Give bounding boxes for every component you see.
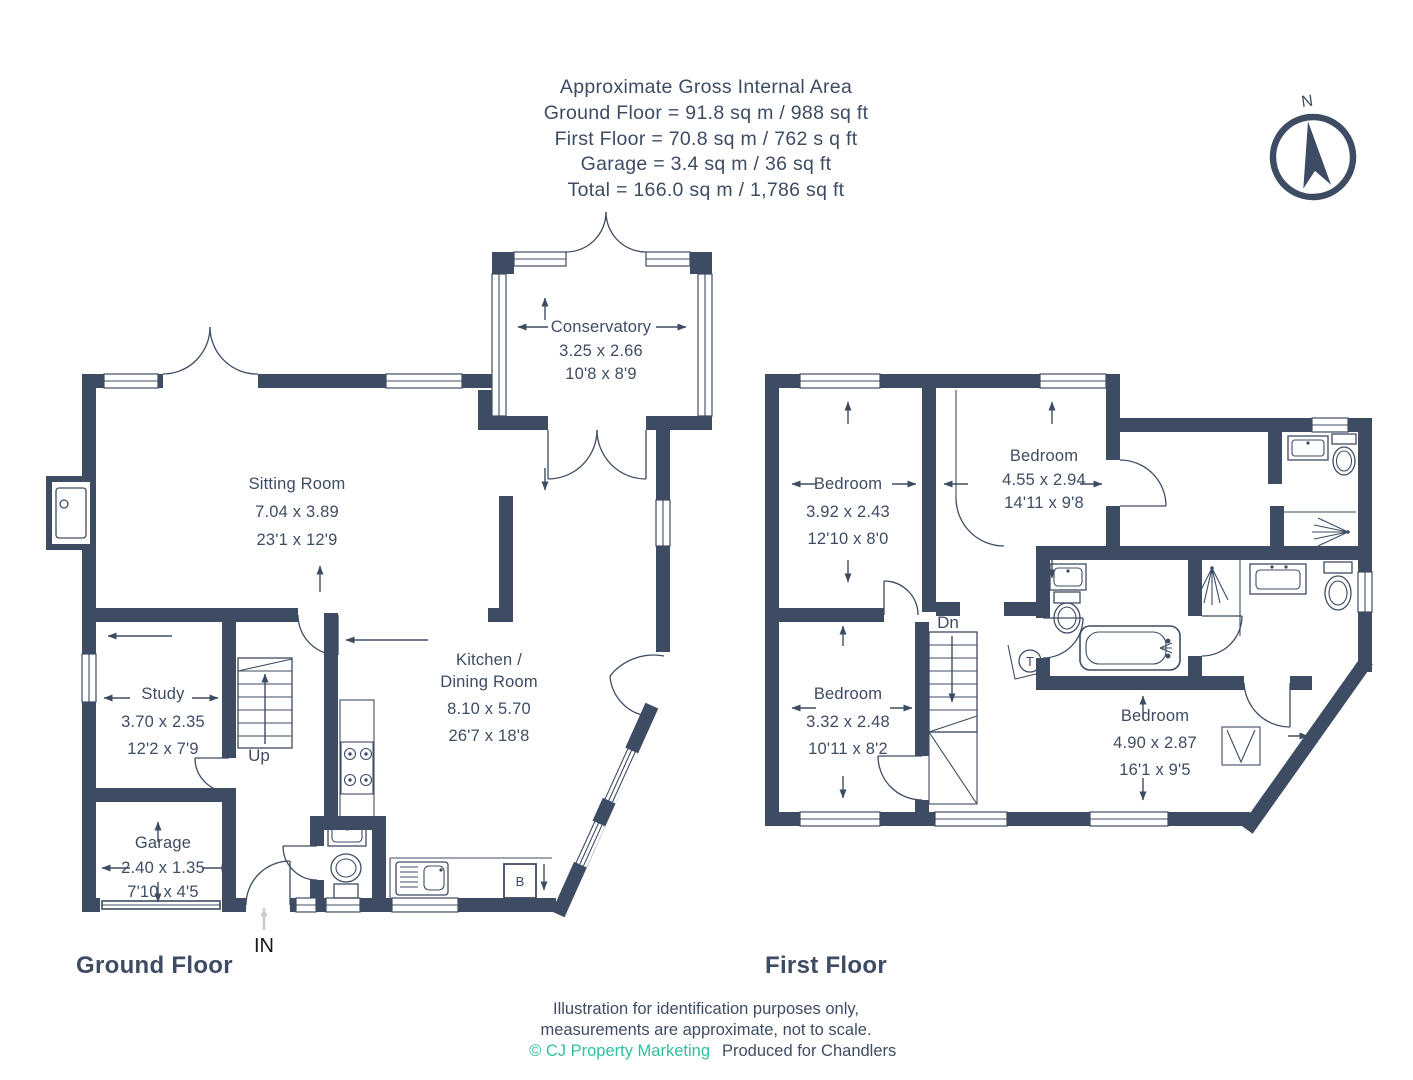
footer-text: Illustration for identification purposes… — [529, 1000, 896, 1060]
boiler-label: B — [516, 874, 525, 889]
fireplace-icon — [46, 476, 96, 550]
first-floor-doors — [877, 459, 1291, 801]
bedroom2-metric: 4.55 x 2.94 — [1002, 471, 1086, 489]
toilet-icon — [330, 853, 362, 899]
sink-icon — [1287, 435, 1329, 461]
sitting-room-metric: 7.04 x 3.89 — [255, 503, 339, 521]
shower-icon — [1195, 566, 1229, 605]
boiler-icon: B — [503, 863, 548, 899]
bedroom4-imperial: 16'1 x 9'5 — [1119, 761, 1191, 779]
compass-icon: N — [1269, 93, 1357, 201]
compass-needle-icon — [1303, 121, 1332, 189]
entrance-in: IN — [254, 907, 274, 957]
sitting-room-imperial: 23'1 x 12'9 — [257, 531, 338, 549]
toilet-icon — [1053, 591, 1081, 634]
first-floor-title: First Floor — [765, 952, 887, 979]
conservatory-metric: 3.25 x 2.66 — [559, 342, 643, 360]
header-line-5: Total = 166.0 sq m / 1,786 sq ft — [568, 179, 845, 201]
first-floor-walls — [765, 374, 1373, 834]
wc-fixtures — [327, 819, 367, 899]
kitchen-sink-icon — [395, 861, 449, 896]
bedroom4-metric: 4.90 x 2.87 — [1113, 734, 1197, 752]
in-label: IN — [254, 935, 274, 957]
hob-icon — [339, 699, 375, 819]
shower-icon — [1312, 517, 1350, 547]
kitchen-name-1: Kitchen / — [456, 651, 522, 669]
staircase-down: Dn — [928, 613, 978, 805]
wardrobe-icon — [1221, 726, 1261, 766]
bedroom2-imperial: 14'11 x 9'8 — [1004, 494, 1084, 512]
conservatory-imperial: 10'8 x 8'9 — [565, 365, 637, 383]
sink-icon — [1049, 563, 1087, 591]
kitchen-fixtures: B — [339, 699, 552, 899]
toilet-icon — [1323, 561, 1353, 611]
first-floor-plan: Dn T — [765, 373, 1373, 979]
sink-icon — [1249, 563, 1307, 595]
compass-north-label: N — [1300, 93, 1314, 111]
down-label: Dn — [937, 613, 959, 632]
footer-produced-for: Produced for Chandlers — [722, 1042, 896, 1060]
ground-floor-doors — [100, 211, 665, 912]
ground-floor-title: Ground Floor — [76, 952, 233, 979]
bedroom1-imperial: 12'10 x 8'0 — [808, 530, 889, 548]
bedroom2-name: Bedroom — [1010, 447, 1078, 465]
conservatory-name: Conservatory — [551, 318, 652, 336]
study-imperial: 12'2 x 7'9 — [127, 740, 199, 758]
sitting-room-name: Sitting Room — [249, 475, 346, 493]
bedroom1-metric: 3.92 x 2.43 — [806, 503, 890, 521]
footer-line-2: measurements are approximate, not to sca… — [540, 1021, 871, 1039]
tank-icon: T — [1007, 644, 1042, 680]
garage-metric: 2.40 x 1.35 — [121, 859, 205, 877]
header-line-4: Garage = 3.4 sq m / 36 sq ft — [581, 153, 832, 175]
header-line-3: First Floor = 70.8 sq m / 762 s q ft — [555, 128, 858, 150]
header-line-2: Ground Floor = 91.8 sq m / 988 sq ft — [544, 102, 869, 124]
ensuite-fixtures — [1287, 433, 1357, 547]
toilet-icon — [1331, 433, 1357, 476]
bedroom3-metric: 3.32 x 2.48 — [806, 713, 890, 731]
sink-icon — [327, 819, 367, 847]
garage-name: Garage — [135, 834, 191, 852]
first-floor-windows — [799, 373, 1373, 827]
footer-line-1: Illustration for identification purposes… — [553, 1000, 859, 1018]
ground-floor-windows — [81, 251, 713, 913]
garage-imperial: 7'10 x 4'5 — [127, 883, 199, 901]
tank-label: T — [1026, 654, 1034, 669]
kitchen-name-2: Dining Room — [440, 673, 538, 691]
ground-floor-room-labels: Sitting Room 7.04 x 3.89 23'1 x 12'9 Con… — [121, 318, 652, 901]
first-floor-room-labels: Bedroom 3.92 x 2.43 12'10 x 8'0 Bedroom … — [806, 447, 1197, 779]
bedroom3-name: Bedroom — [814, 685, 882, 703]
header-line-1: Approximate Gross Internal Area — [560, 76, 852, 98]
ground-floor-plan: Up — [46, 211, 713, 979]
first-floor-dimension-arrows — [791, 401, 1309, 801]
bedroom4-name: Bedroom — [1121, 707, 1189, 725]
bedroom1-name: Bedroom — [814, 475, 882, 493]
bedroom3-imperial: 10'11 x 8'2 — [808, 740, 888, 758]
kitchen-imperial: 26'7 x 18'8 — [449, 727, 530, 745]
up-label: Up — [248, 746, 270, 765]
ground-floor-dimension-arrows — [101, 297, 687, 903]
kitchen-metric: 8.10 x 5.70 — [447, 700, 531, 718]
footer-credit: © CJ Property Marketing — [529, 1042, 710, 1060]
bath-icon — [1079, 625, 1181, 671]
study-metric: 3.70 x 2.35 — [121, 713, 205, 731]
staircase-up: Up — [237, 657, 293, 765]
study-name: Study — [141, 685, 185, 703]
header-text: Approximate Gross Internal Area Ground F… — [544, 76, 869, 201]
